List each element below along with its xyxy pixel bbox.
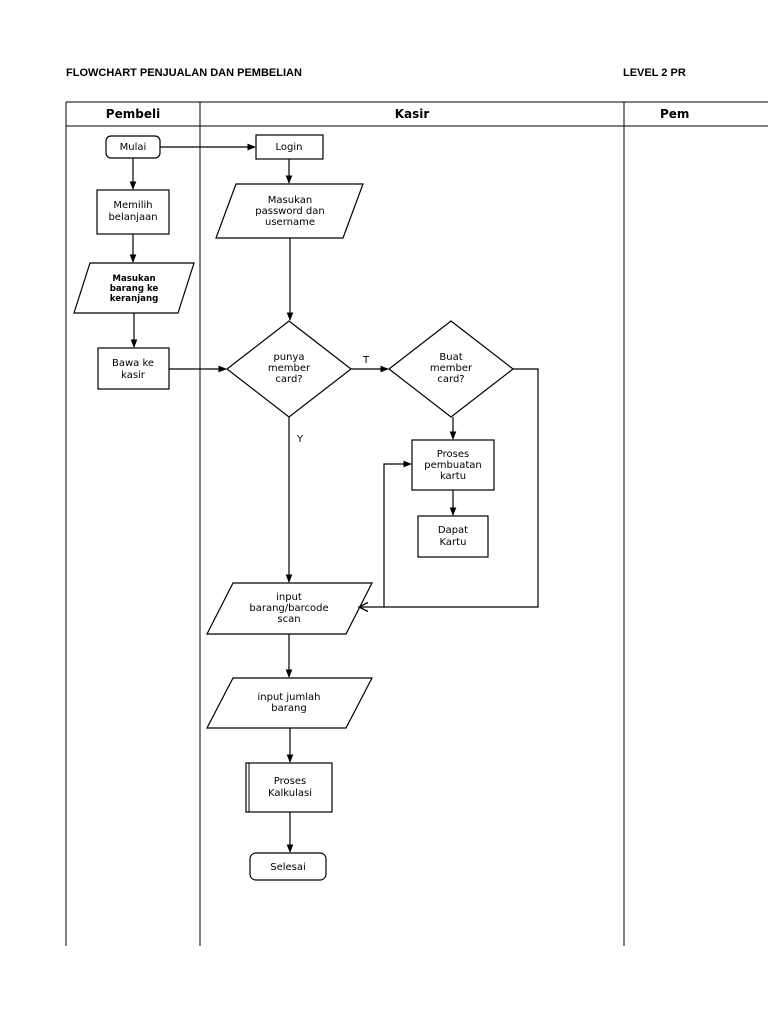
swimlane-grid [65,101,768,946]
bawa-kasir-label-2: kasir [121,370,146,381]
dapat-kartu-label-1: Dapat [438,525,468,536]
punya-member-label-2: member [268,363,311,374]
proses-pembuatan-label-1: Proses [437,449,469,460]
masukan-password-label-1: Masukan [268,195,312,206]
masukan-password-label-2: password dan [255,206,324,217]
input-barang-label-3: scan [277,614,300,625]
input-barang-label-1: input [276,592,302,603]
proses-pembuatan-process [411,439,495,491]
proses-kalkulasi-process [245,762,333,813]
edge-label-tidak: T [362,355,370,366]
input-barang-io [206,582,373,635]
masukan-password-label-3: username [265,217,315,228]
input-barang-label-2: barang/barcode [249,603,328,614]
level-title: LEVEL 2 PR [623,67,686,79]
login-label: Login [276,142,303,153]
flowchart-title: FLOWCHART PENJUALAN DAN PEMBELIAN [66,67,302,79]
lane-header-pembeli: Pembeli [106,107,160,121]
dapat-kartu-process [417,515,489,558]
start-label: Mulai [120,142,147,153]
edge-label-ya: Y [296,434,304,445]
punya-member-label-3: card? [275,374,302,385]
buat-member-label-2: member [430,363,473,374]
punya-member-label-1: punya [273,352,304,363]
masukan-password-io [215,183,364,239]
masukan-barang-io [73,262,195,314]
buat-member-label-1: Buat [439,352,462,363]
proses-pembuatan-label-3: kartu [440,471,466,482]
input-jumlah-label-1: input jumlah [257,692,320,703]
memilih-label-1: Memilih [113,200,152,211]
masukan-barang-label-3: keranjang [110,294,158,304]
end-terminator [249,852,327,881]
login-process [255,134,324,160]
memilih-process [96,189,170,235]
dapat-kartu-label-2: Kartu [440,537,467,548]
input-jumlah-label-2: barang [271,703,306,714]
arrow-buat-input [359,368,539,607]
memilih-label-2: belanjaan [108,212,157,223]
masukan-barang-label-2: barang ke [110,284,159,294]
buat-member-decision [388,320,514,418]
masukan-barang-label-1: Masukan [112,274,155,284]
input-jumlah-io [206,677,373,729]
end-label: Selesai [270,862,306,873]
bawa-kasir-label-1: Bawa ke [112,358,154,369]
arrow-loop-proses [383,460,412,607]
proses-kalkulasi-label-1: Proses [274,776,306,787]
lane-header-pembuat: Pem [660,107,689,121]
proses-pembuatan-label-2: pembuatan [424,460,481,471]
buat-member-label-3: card? [437,374,464,385]
proses-kalkulasi-label-2: Kalkulasi [268,788,312,799]
lane-header-kasir: Kasir [395,107,430,121]
